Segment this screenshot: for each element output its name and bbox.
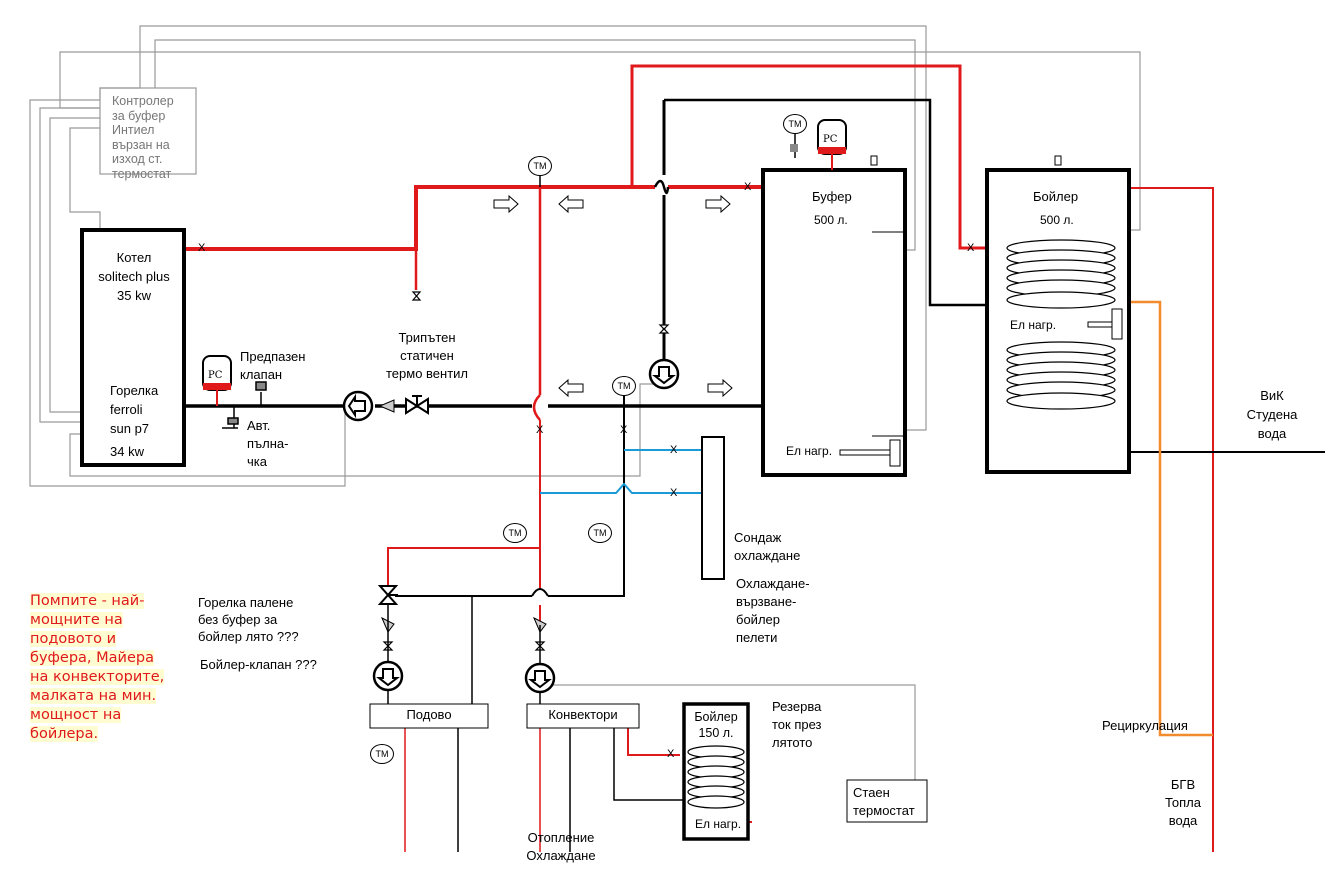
floor-box: [369, 703, 489, 729]
burner-power-label: 34 kw: [110, 444, 144, 459]
supply-pipes: [186, 64, 1214, 852]
thermometer-mix-return: TM: [588, 523, 612, 543]
buffer-label: Буфер: [812, 189, 852, 204]
safety-valve-label: Предпазен клапан: [240, 349, 306, 382]
small-boiler-label: Бойлер 150 л.: [694, 710, 738, 740]
strainer-icons: [378, 399, 547, 633]
thermometer-supply: TM: [528, 156, 552, 176]
controller-label: Контролер за буфер Интиел вързан на изхо…: [112, 94, 174, 181]
pump-buffer-icon: [648, 358, 680, 390]
x-mark-small-boiler: X: [667, 748, 675, 760]
thermometer-floor: TM: [370, 744, 394, 764]
safety-valve-icon: [255, 381, 267, 406]
boiler-unit-body: [80, 228, 186, 467]
flow-arrows: [493, 194, 733, 398]
cold-water-label: ВиК Студена вода: [1246, 388, 1298, 441]
three-way-valve-label: Трипътен статичен термо вентил: [385, 330, 469, 381]
heaters: [839, 308, 1123, 467]
pump-boiler-icon: [342, 390, 374, 422]
gauge-valve: [790, 144, 798, 152]
pump-note: Помпите - най- мощните на подовото и буф…: [30, 592, 165, 744]
tanks: [80, 168, 1131, 841]
boiler-unit-label: Котел solitech plus 35 kw: [98, 250, 170, 303]
recirculation-pipe: [1120, 300, 1213, 737]
x-mark-return-branch: X: [620, 424, 628, 436]
valves: [377, 291, 670, 651]
probe-cooling-body: [701, 436, 725, 580]
dhw-heater-label: Ел нагр.: [1010, 318, 1057, 332]
auto-fill-icon: [222, 406, 239, 429]
boiler-valve-question-label: Бойлер-клапан ???: [200, 657, 317, 672]
room-thermostat-label: Стаен термостат: [853, 785, 915, 818]
room-thermostat-box: [846, 779, 928, 823]
vertical-connectors: [387, 604, 541, 704]
dhw-volume-label: 500 л.: [1040, 213, 1074, 227]
hot-water-label: БГВ Топла вода: [1164, 777, 1201, 828]
reserve-label: Резерва ток през лятото: [772, 699, 822, 750]
auto-fill-label: Авт. пълна- чка: [247, 418, 289, 469]
probe-cooling-label: Сондаж охлаждане: [734, 530, 801, 563]
cooling-pipes: [540, 449, 702, 494]
pipe-crossovers: [531, 179, 670, 597]
burner-label: Горелка ferroli sun p7: [110, 383, 159, 436]
x-mark-buffer-in: X: [744, 181, 752, 193]
pump-arrows: [347, 366, 676, 689]
x-mark-probe-bottom: X: [670, 487, 678, 499]
buffer-heater-label: Ел нагр.: [786, 444, 833, 458]
recirculation-label: Рециркулация: [1102, 718, 1188, 733]
x-mark-probe-top: X: [670, 444, 678, 456]
expansion-vessel-icons: [202, 119, 847, 406]
x-mark-dhw-in: X: [967, 242, 975, 254]
thermometer-buffer-top: TM: [783, 114, 807, 134]
buffer-tank-body: [761, 168, 907, 477]
convectors-box: [526, 703, 640, 729]
small-heater-label: Ел нагр.: [695, 817, 742, 831]
control-wires: [29, 25, 1141, 780]
dhw-tank-body: [985, 168, 1131, 474]
thermometer-return: TM: [612, 376, 636, 396]
buffer-volume-label: 500 л.: [814, 213, 848, 227]
buffer-inner: [872, 231, 905, 437]
air-vent-icons: [870, 155, 1062, 166]
cooling-pellet-label: Охлаждане- вързване- бойлер пелети: [736, 576, 810, 645]
x-mark-boiler: X: [198, 242, 206, 254]
expansion-vessel-buffer-label: PC: [823, 134, 838, 145]
expansion-vessel-label: PC: [208, 370, 223, 381]
burner-question-label: Горелка палене без буфер за бойлер лято …: [198, 595, 299, 644]
pump-note-text: Помпите - най- мощните на подовото и буф…: [30, 593, 165, 742]
dhw-coils: [1006, 239, 1116, 410]
thermometer-mix-supply: TM: [503, 523, 527, 543]
x-mark-supply-branch: X: [536, 424, 544, 436]
small-boiler-coils: [687, 745, 745, 809]
heating-cooling-label: Отопление Охлаждане: [526, 830, 596, 863]
floor-label: Подово: [406, 707, 452, 722]
dhw-tank-label: Бойлер: [1033, 189, 1079, 204]
convectors-label: Конвектори: [548, 707, 618, 722]
